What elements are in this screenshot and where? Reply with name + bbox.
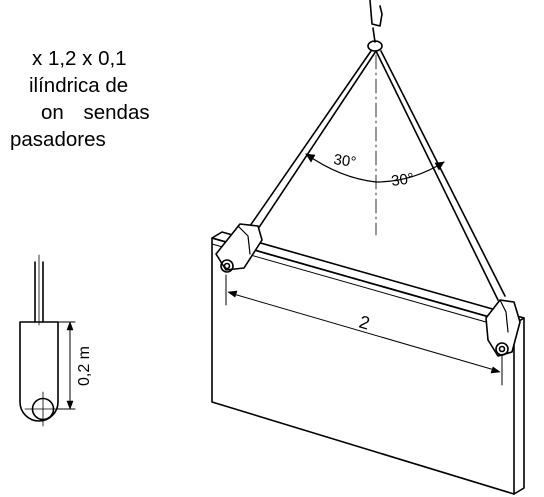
angle-label-right: 30° [390, 170, 415, 190]
plate [211, 231, 525, 495]
left-lug [215, 223, 263, 273]
angle-label-left: 30° [332, 151, 357, 171]
right-cable [375, 50, 499, 301]
lug-detail: 0,2 m [19, 254, 93, 427]
problem-text-line-1: x 1,2 x 0,1 [32, 47, 127, 70]
span-label: 2 [357, 312, 372, 334]
problem-text-line-2: ilíndrica de [29, 74, 129, 97]
problem-text-line-3: on sendas [41, 101, 150, 124]
dimension-label: 0,2 m [76, 346, 93, 386]
ring [367, 40, 383, 52]
problem-text-line-4: pasadores [10, 128, 106, 151]
problem-text: x 1,2 x 0,1 ilíndrica de on sendas pasad… [0, 45, 164, 153]
right-lug [485, 299, 521, 357]
left-cable [242, 50, 372, 237]
main-figure: 30° 30° [211, 0, 525, 495]
span-dimension: 2 [225, 274, 503, 386]
hook [369, 0, 383, 43]
